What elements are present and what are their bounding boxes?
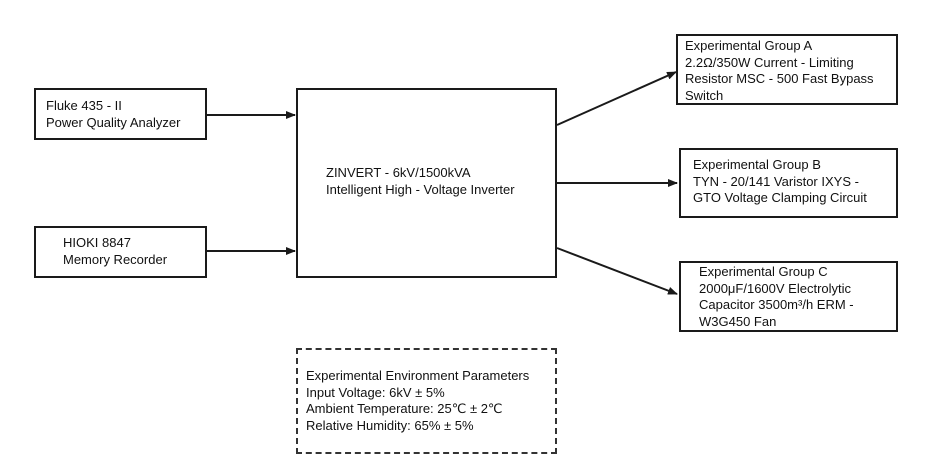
fluke-analyzer-label: Fluke 435 - II Power Quality Analyzer — [46, 98, 180, 131]
inverter-line: ZINVERT - 6kV/1500kVA — [326, 165, 471, 180]
fluke-analyzer-line: Power Quality Analyzer — [46, 114, 181, 130]
group-b-line: TYN - 20/141 Varistor IXYS - — [693, 173, 859, 189]
hioki-recorder-line: HIOKI 8847 — [63, 235, 131, 250]
group-c-line: Experimental Group C — [699, 264, 828, 279]
group-c-line: 2000μF/1600V Electrolytic — [699, 280, 852, 296]
group-c-line: W3G450 Fan — [699, 313, 777, 329]
group-a-line: Switch — [685, 87, 724, 103]
group-a-box — [676, 34, 898, 105]
fluke-analyzer-line: Fluke 435 - II — [46, 98, 122, 113]
inverter-box — [296, 88, 557, 278]
hioki-recorder-box — [34, 226, 207, 278]
group-a-line: 2.2Ω/350W Current - Limiting — [685, 54, 854, 70]
hioki-recorder-label: HIOKI 8847 Memory Recorder — [63, 235, 167, 268]
inverter-line: Intelligent High - Voltage Inverter — [326, 181, 515, 197]
group-a-line: Resistor MSC - 500 Fast Bypass — [685, 71, 874, 86]
environment-relative-humidity: Relative Humidity: 65% ± 5% — [306, 417, 474, 433]
hioki-recorder-line: Memory Recorder — [63, 251, 168, 267]
environment-parameters-box — [296, 348, 557, 454]
fluke-analyzer-box — [34, 88, 207, 140]
group-c-label: Experimental Group C 2000μF/1600V Electr… — [699, 264, 854, 330]
arrow-inverter-to-group-a — [556, 71, 677, 126]
environment-parameters-label: Experimental Environment Parameters Inpu… — [306, 368, 529, 434]
inverter-label: ZINVERT - 6kV/1500kVA Intelligent High -… — [326, 165, 515, 198]
group-b-box — [679, 148, 898, 218]
environment-ambient-temperature: Ambient Temperature: 25℃ ± 2℃ — [306, 401, 503, 416]
group-a-label: Experimental Group A 2.2Ω/350W Current -… — [685, 38, 874, 104]
environment-input-voltage: Input Voltage: 6kV ± 5% — [306, 384, 445, 400]
group-b-line: Experimental Group B — [693, 157, 821, 172]
environment-title: Experimental Environment Parameters — [306, 368, 530, 383]
arrow-inverter-to-group-c — [556, 247, 678, 295]
group-c-box — [679, 261, 898, 332]
group-c-line: Capacitor 3500m³/h ERM - — [699, 297, 854, 312]
group-a-line: Experimental Group A — [685, 38, 813, 53]
group-b-line: GTO Voltage Clamping Circuit — [693, 190, 867, 205]
group-b-label: Experimental Group B TYN - 20/141 Varist… — [693, 157, 867, 207]
